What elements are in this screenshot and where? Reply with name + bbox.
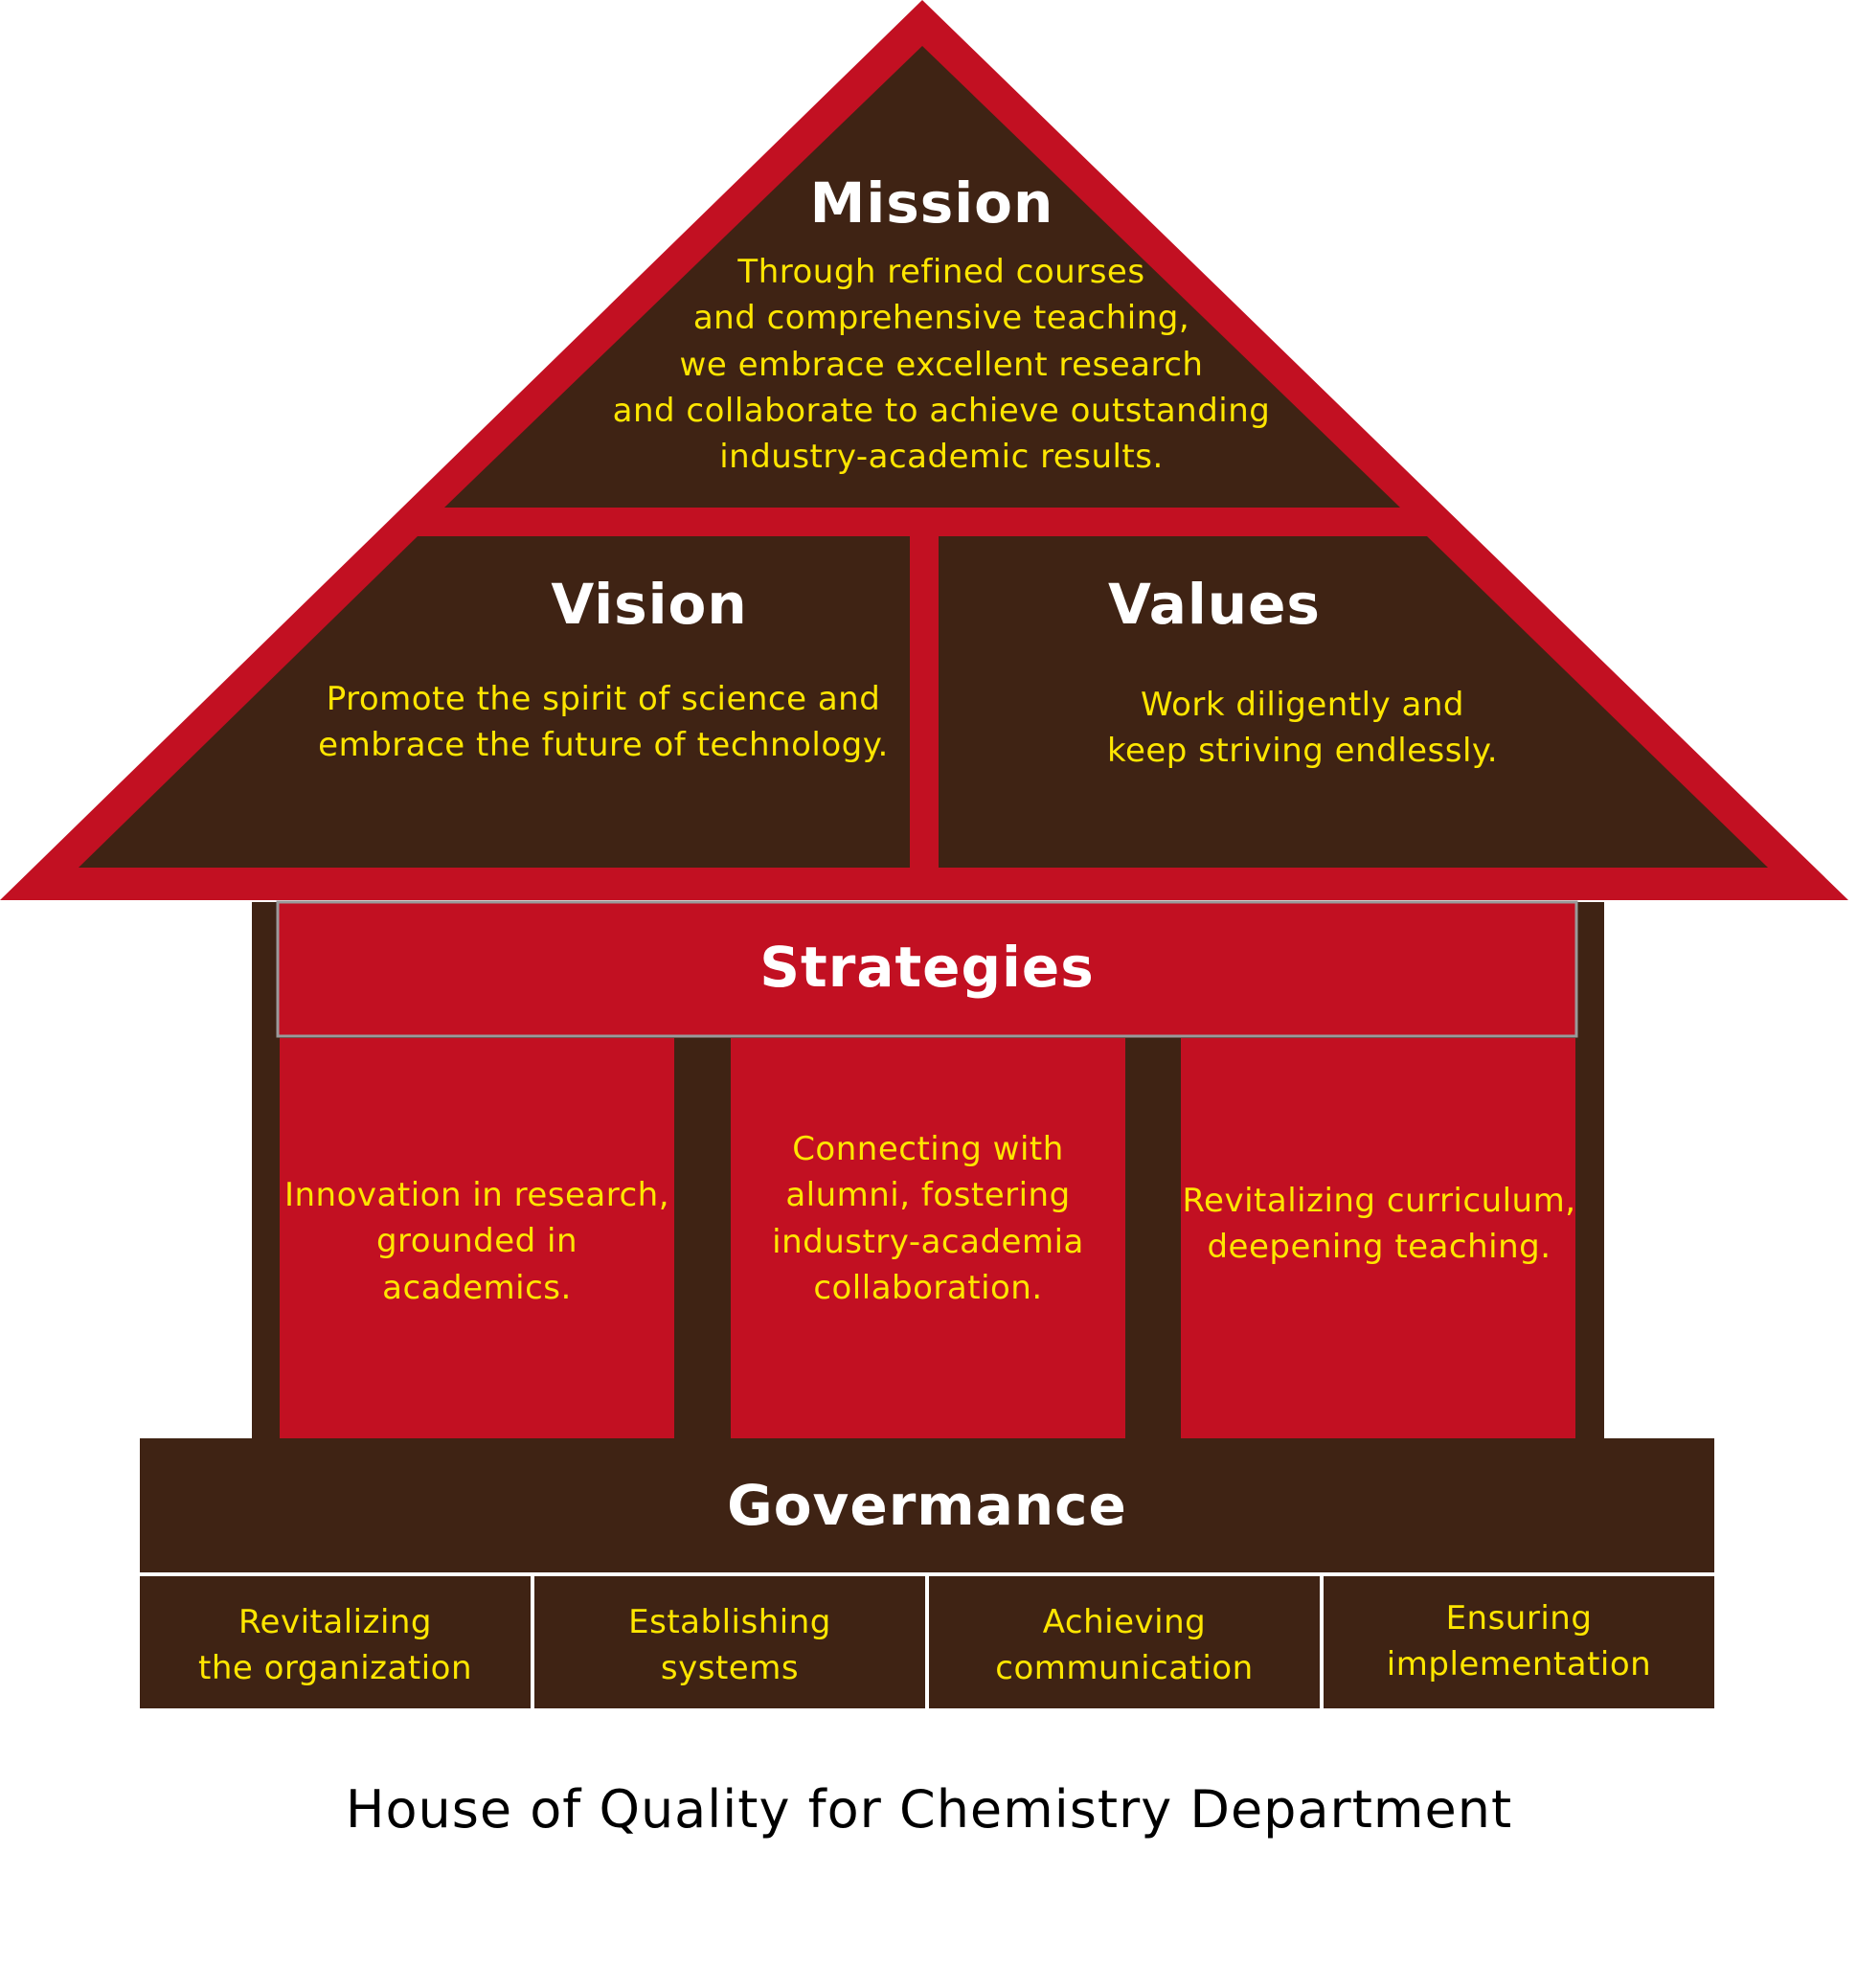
values-line: Work diligently and (1140, 686, 1465, 724)
governance-box-3 (929, 1576, 1320, 1708)
governance-line: systems (660, 1649, 800, 1688)
strategy-pillar-2 (731, 1038, 1125, 1438)
governance-line: implementation (1386, 1645, 1652, 1684)
governance-line: Ensuring (1445, 1599, 1593, 1638)
mission-text: Through refined courses and comprehensiv… (539, 249, 1344, 480)
mission-line: and collaborate to achieve outstanding (612, 391, 1271, 430)
strategy-line: deepening teaching. (1207, 1228, 1551, 1267)
strategy-line: industry-academia (772, 1222, 1084, 1261)
strategy-pillar-1 (280, 1038, 674, 1438)
governance-title: Govermance (727, 1473, 1127, 1538)
strategy-pillar-3-text: Revitalizing curriculum, deepening teach… (1173, 1178, 1585, 1271)
governance-line: Establishing (628, 1603, 831, 1641)
governance-box-1 (140, 1576, 531, 1708)
strategy-pillar-3 (1181, 1038, 1575, 1438)
governance-item-1: Revitalizing the organization (140, 1599, 531, 1692)
governance-item-3: Achieving communication (929, 1599, 1320, 1692)
vision-text: Promote the spirit of science and embrac… (287, 676, 919, 769)
strategies-title: Strategies (759, 935, 1095, 1000)
mission-title: Mission (809, 170, 1054, 236)
vision-title: Vision (551, 572, 748, 637)
values-title: Values (1108, 572, 1321, 637)
governance-line: Revitalizing (238, 1603, 433, 1641)
governance-item-2: Establishing systems (534, 1599, 925, 1692)
governance-line: Achieving (1042, 1603, 1207, 1641)
mission-line: and comprehensive teaching, (692, 299, 1190, 338)
strategy-line: Connecting with (792, 1130, 1064, 1168)
mission-panel (444, 46, 1400, 508)
strategy-line: alumni, fostering (785, 1176, 1071, 1215)
values-line: keep striving endlessly. (1106, 732, 1499, 771)
vision-line: embrace the future of technology. (318, 726, 889, 765)
governance-item-4: Ensuring implementation (1324, 1595, 1714, 1688)
governance-box-2 (534, 1576, 925, 1708)
governance-line: the organization (197, 1649, 472, 1688)
strategy-pillar-1-text: Innovation in research, grounded in acad… (280, 1172, 674, 1311)
governance-bar (140, 1438, 1714, 1572)
values-panel (939, 536, 1768, 868)
mission-line: industry-academic results. (719, 438, 1164, 477)
figure-caption: House of Quality for Chemistry Departmen… (345, 1779, 1513, 1840)
strategy-line: collaboration. (813, 1268, 1043, 1307)
strategy-line: Innovation in research, (283, 1176, 670, 1214)
strategy-line: grounded in academics. (375, 1222, 578, 1307)
strategy-line: Revitalizing curriculum, (1182, 1182, 1576, 1220)
mission-line: we embrace excellent research (679, 345, 1204, 384)
values-text: Work diligently and keep striving endles… (1063, 682, 1542, 775)
vision-panel (79, 536, 910, 868)
vision-line: Promote the spirit of science and (326, 680, 881, 718)
mission-line: Through refined courses (737, 253, 1145, 291)
governance-line: communication (995, 1649, 1254, 1688)
governance-box-4 (1324, 1576, 1714, 1708)
strategy-pillar-2-text: Connecting with alumni, fostering indust… (731, 1126, 1125, 1311)
strategies-header (276, 900, 1578, 1038)
